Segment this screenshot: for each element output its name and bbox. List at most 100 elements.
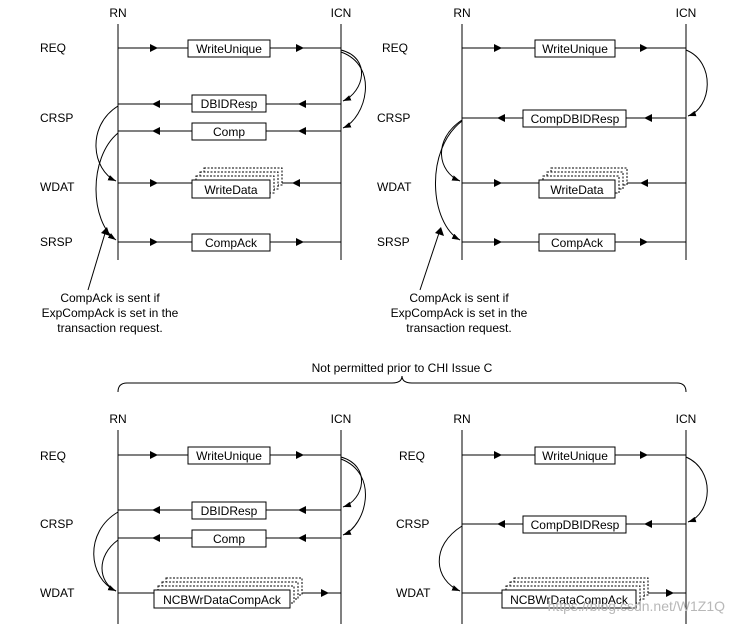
dependency-curve (685, 456, 708, 523)
arrowhead (494, 179, 502, 187)
message-box-writedata (191, 179, 271, 199)
dependency-curve (101, 539, 119, 592)
arrowhead (150, 44, 158, 52)
message-box-writeunique (534, 446, 616, 465)
node-rn-label: RN (453, 412, 470, 426)
arrowhead (298, 127, 306, 135)
message-label-comp: Comp (213, 532, 245, 546)
arrowhead (644, 520, 652, 528)
arrowhead (298, 100, 306, 108)
node-rn-label: RN (109, 412, 126, 426)
note-line: ExpCompAck is set in the (42, 306, 179, 320)
message-label-dbidresp: DBIDResp (201, 97, 258, 111)
dependency-curve (340, 458, 366, 536)
message-box-compdbidresp (522, 515, 627, 534)
message-label-writeunique: WriteUnique (542, 449, 608, 463)
dependency-curve (340, 456, 362, 508)
diagram-bottom-left: RN ICN REQ CRSP WDAT WriteUnique DBIDRes… (40, 412, 366, 624)
message-box-ncbwrdatacompack (153, 589, 291, 609)
node-rn-label: RN (109, 6, 126, 20)
message-label-ncbwrdatacompack: NCBWrDataCompAck (510, 593, 629, 607)
brace-label: Not permitted prior to CHI Issue C (312, 361, 493, 375)
arrowhead (497, 114, 505, 122)
arrowhead (292, 179, 300, 187)
note-line: CompAck is sent if (60, 291, 160, 305)
arrowhead (298, 506, 306, 514)
dependency-curve (93, 511, 119, 592)
message-box-writeunique (534, 39, 616, 58)
dependency-curve (438, 525, 463, 592)
dependency-curve (340, 49, 362, 102)
arrowhead (494, 451, 502, 459)
dependency-curve (685, 49, 708, 117)
channel-label-wdat: WDAT (40, 586, 75, 600)
diagram-top-right: RN ICN REQ CRSP WDAT SRSP WriteUnique Co… (377, 6, 708, 335)
channel-label-wdat: WDAT (396, 586, 431, 600)
note-line: transaction request. (57, 321, 162, 335)
message-box-writeunique (187, 39, 271, 58)
message-box-ncbwrdatacompack (501, 589, 637, 609)
arrowhead (644, 114, 652, 122)
message-label-writeunique: WriteUnique (196, 42, 262, 56)
channel-label-req: REQ (382, 41, 408, 55)
arrowhead (150, 451, 158, 459)
arrowhead (435, 227, 444, 236)
message-box-comp (191, 122, 267, 141)
arrowhead (640, 179, 648, 187)
diagram-top-left: RN ICN REQ CRSP WDAT SRSP WriteUnique DB… (40, 6, 366, 335)
diagram-bottom-right: RN ICN REQ CRSP WDAT WriteUnique CompDBI… (396, 412, 708, 624)
arrowhead (152, 100, 160, 108)
channel-label-crsp: CRSP (40, 517, 73, 531)
message-box-writedata (538, 179, 616, 199)
note-line: ExpCompAck is set in the (391, 306, 528, 320)
dependency-curve (340, 51, 366, 129)
arrowhead (150, 179, 158, 187)
message-label-writedata: WriteData (204, 183, 257, 197)
channel-label-crsp: CRSP (377, 111, 410, 125)
arrowhead (494, 238, 502, 246)
message-box-comp (191, 529, 267, 548)
arrowhead (497, 520, 505, 528)
message-label-writedata: WriteData (550, 183, 603, 197)
section-brace: Not permitted prior to CHI Issue C (117, 361, 687, 393)
arrowhead (640, 44, 648, 52)
note-line: transaction request. (406, 321, 511, 335)
arrowhead (298, 534, 306, 542)
channel-label-wdat: WDAT (377, 180, 412, 194)
arrowhead (150, 238, 158, 246)
message-box-compack (191, 233, 271, 252)
arrowhead (494, 44, 502, 52)
arrowhead (666, 589, 674, 597)
node-rn-label: RN (453, 6, 470, 20)
arrowhead (152, 506, 160, 514)
note-pointer (419, 229, 441, 291)
channel-label-wdat: WDAT (40, 180, 75, 194)
channel-label-srsp: SRSP (40, 235, 73, 249)
message-box-compdbidresp (522, 109, 627, 128)
note-pointer (87, 229, 107, 291)
arrowhead (152, 127, 160, 135)
arrowhead (321, 589, 329, 597)
message-box-dbidresp (191, 94, 267, 113)
note-line: CompAck is sent if (409, 291, 509, 305)
node-icn-label: ICN (676, 6, 697, 20)
arrowhead (640, 451, 648, 459)
message-label-compdbidresp: CompDBIDResp (531, 518, 620, 532)
node-icn-label: ICN (331, 412, 352, 426)
channel-label-crsp: CRSP (40, 111, 73, 125)
watermark: https://blog.csdn.net/W1Z1Q (548, 598, 726, 614)
channel-label-srsp: SRSP (377, 235, 410, 249)
message-label-writeunique: WriteUnique (196, 449, 262, 463)
node-icn-label: ICN (331, 6, 352, 20)
message-label-compdbidresp: CompDBIDResp (531, 112, 620, 126)
message-box-writeunique (187, 446, 271, 465)
message-box-compack (538, 233, 616, 252)
arrowhead (296, 451, 304, 459)
message-label-comp: Comp (213, 125, 245, 139)
brace-line (117, 375, 687, 393)
message-label-compack: CompAck (551, 236, 604, 250)
message-label-dbidresp: DBIDResp (201, 504, 258, 518)
channel-label-crsp: CRSP (396, 517, 429, 531)
arrowhead (640, 238, 648, 246)
